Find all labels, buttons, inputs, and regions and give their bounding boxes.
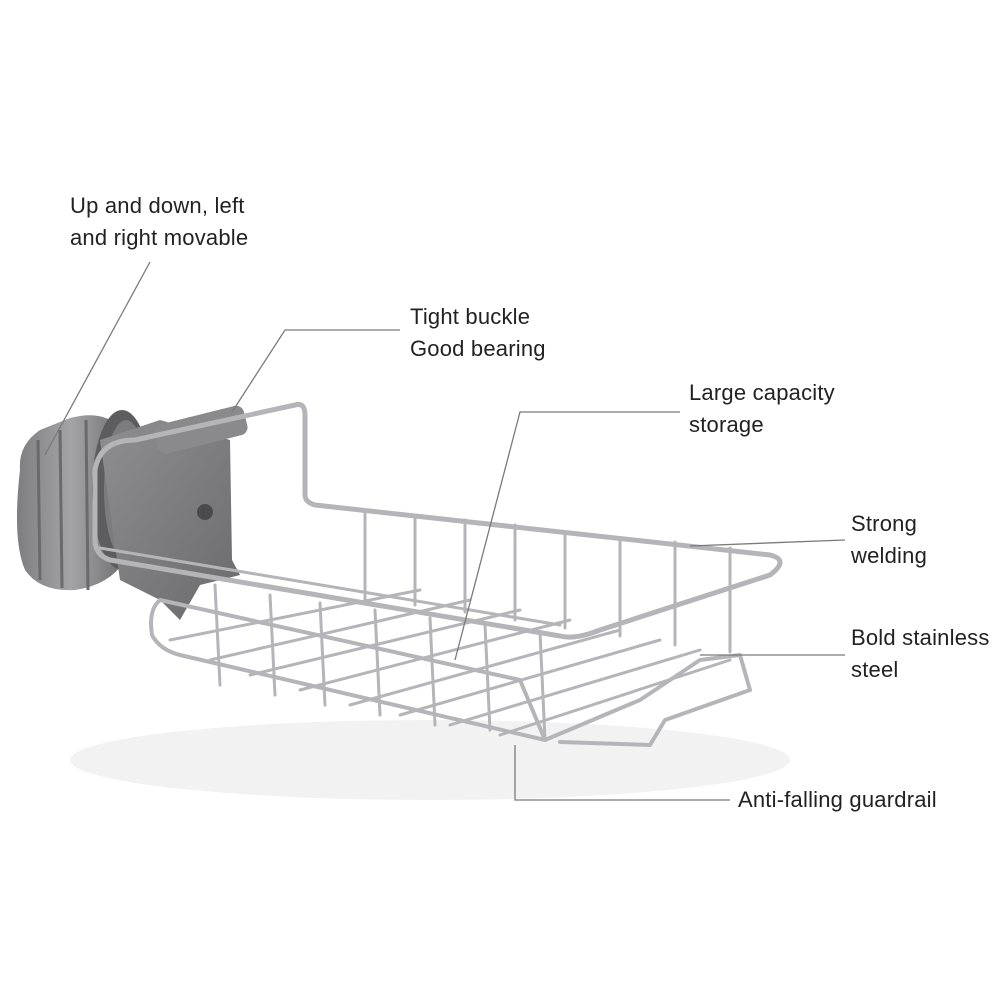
leader-lines bbox=[44, 261, 846, 801]
annotation-buckle-line2: Good bearing bbox=[410, 336, 546, 361]
leader-buckle bbox=[231, 329, 400, 413]
annotation-welding-line1: Strong bbox=[851, 511, 918, 536]
annotation-steel-line2: steel bbox=[851, 657, 899, 682]
annotation-welding: Strong welding bbox=[851, 508, 927, 572]
annotation-movable-line2: and right movable bbox=[70, 225, 249, 250]
annotation-movable-line1: Up and down, left bbox=[70, 193, 245, 218]
annotation-steel-line1: Bold stainless bbox=[851, 625, 990, 650]
annotation-guardrail: Anti-falling guardrail bbox=[738, 784, 937, 816]
leader-guardrail bbox=[514, 745, 730, 801]
annotation-buckle-line1: Tight buckle bbox=[410, 304, 531, 329]
leader-welding bbox=[689, 539, 846, 547]
annotation-buckle: Tight buckle Good bearing bbox=[410, 301, 546, 365]
annotation-capacity: Large capacity storage bbox=[689, 377, 835, 441]
annotation-movable: Up and down, left and right movable bbox=[70, 190, 248, 254]
annotation-welding-line2: welding bbox=[851, 543, 928, 568]
floor-shadow bbox=[70, 720, 790, 800]
leader-movable bbox=[44, 261, 151, 456]
annotation-steel: Bold stainless steel bbox=[851, 622, 990, 686]
annotation-capacity-line2: storage bbox=[689, 412, 764, 437]
annotation-capacity-line1: Large capacity bbox=[689, 380, 835, 405]
leader-capacity bbox=[454, 411, 680, 661]
wire-basket bbox=[92, 402, 783, 747]
annotation-guardrail-line1: Anti-falling guardrail bbox=[738, 787, 937, 812]
mounting-plate bbox=[100, 405, 248, 620]
